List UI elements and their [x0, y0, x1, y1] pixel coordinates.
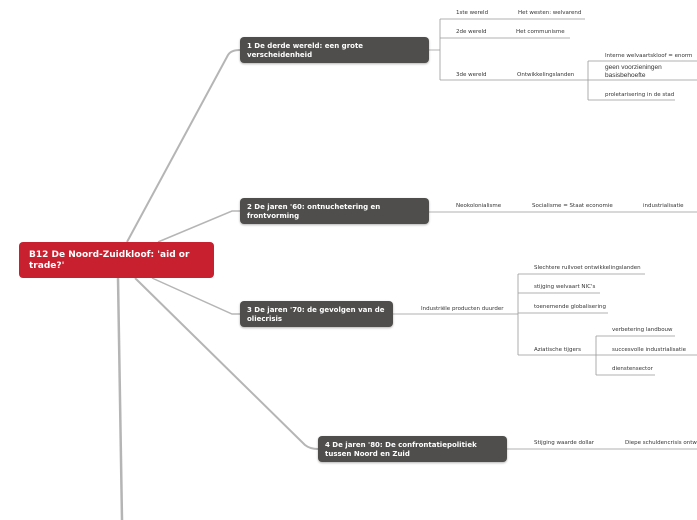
subtopic[interactable]: Diepe schuldencrisis ontw — [625, 440, 697, 446]
subtopic[interactable]: stijging welvaart NIC's — [534, 284, 596, 290]
subtopic[interactable]: Het communisme — [516, 29, 565, 35]
subtopic[interactable]: 3de wereld — [456, 72, 487, 78]
topic-jaren-80[interactable]: 4 De jaren '80: De confrontatiepolitiek … — [318, 436, 507, 462]
subtopic[interactable]: Stijging waarde dollar — [534, 440, 595, 446]
subtopic[interactable]: Slechtere ruilvoet ontwikkelingslanden — [534, 265, 641, 271]
subtopic[interactable]: Socialisme = Staat economie — [532, 203, 613, 209]
subtopic[interactable]: Industriële producten duurder — [421, 306, 504, 312]
topic-jaren-70[interactable]: 3 De jaren '70: de gevolgen van de oliec… — [240, 301, 393, 327]
subtopic[interactable]: Neokolonialisme — [456, 203, 502, 209]
subtopic[interactable]: Het westen: welvarend — [518, 10, 582, 16]
topic-derde-wereld[interactable]: 1 De derde wereld: een grote verscheiden… — [240, 37, 429, 63]
subtopic[interactable]: Ontwikkelingslanden — [517, 72, 575, 78]
central-topic[interactable]: B12 De Noord-Zuidkloof: 'aid or trade?' — [19, 242, 214, 278]
topic-jaren-60[interactable]: 2 De jaren '60: ontnuchetering en frontv… — [240, 198, 429, 224]
subtopic[interactable]: Aziatische tijgers — [534, 347, 581, 353]
subtopic[interactable]: 2de wereld — [456, 29, 487, 35]
subtopic[interactable]: dienstensector — [612, 366, 653, 372]
subtopic[interactable]: succesvolle industrialisatie — [612, 347, 686, 353]
subtopic[interactable]: Interne welvaartskloof = enorm — [605, 53, 693, 59]
subtopic[interactable]: industrialisatie — [643, 203, 684, 209]
subtopic[interactable]: geen voorzieningen basisbehoefte — [605, 64, 662, 79]
subtopic[interactable]: toenemende globalisering — [534, 304, 606, 310]
subtopic[interactable]: 1ste wereld — [456, 10, 489, 16]
subtopic[interactable]: verbetering landbouw — [612, 327, 673, 333]
subtopic[interactable]: proletarisering in de stad — [605, 92, 675, 98]
